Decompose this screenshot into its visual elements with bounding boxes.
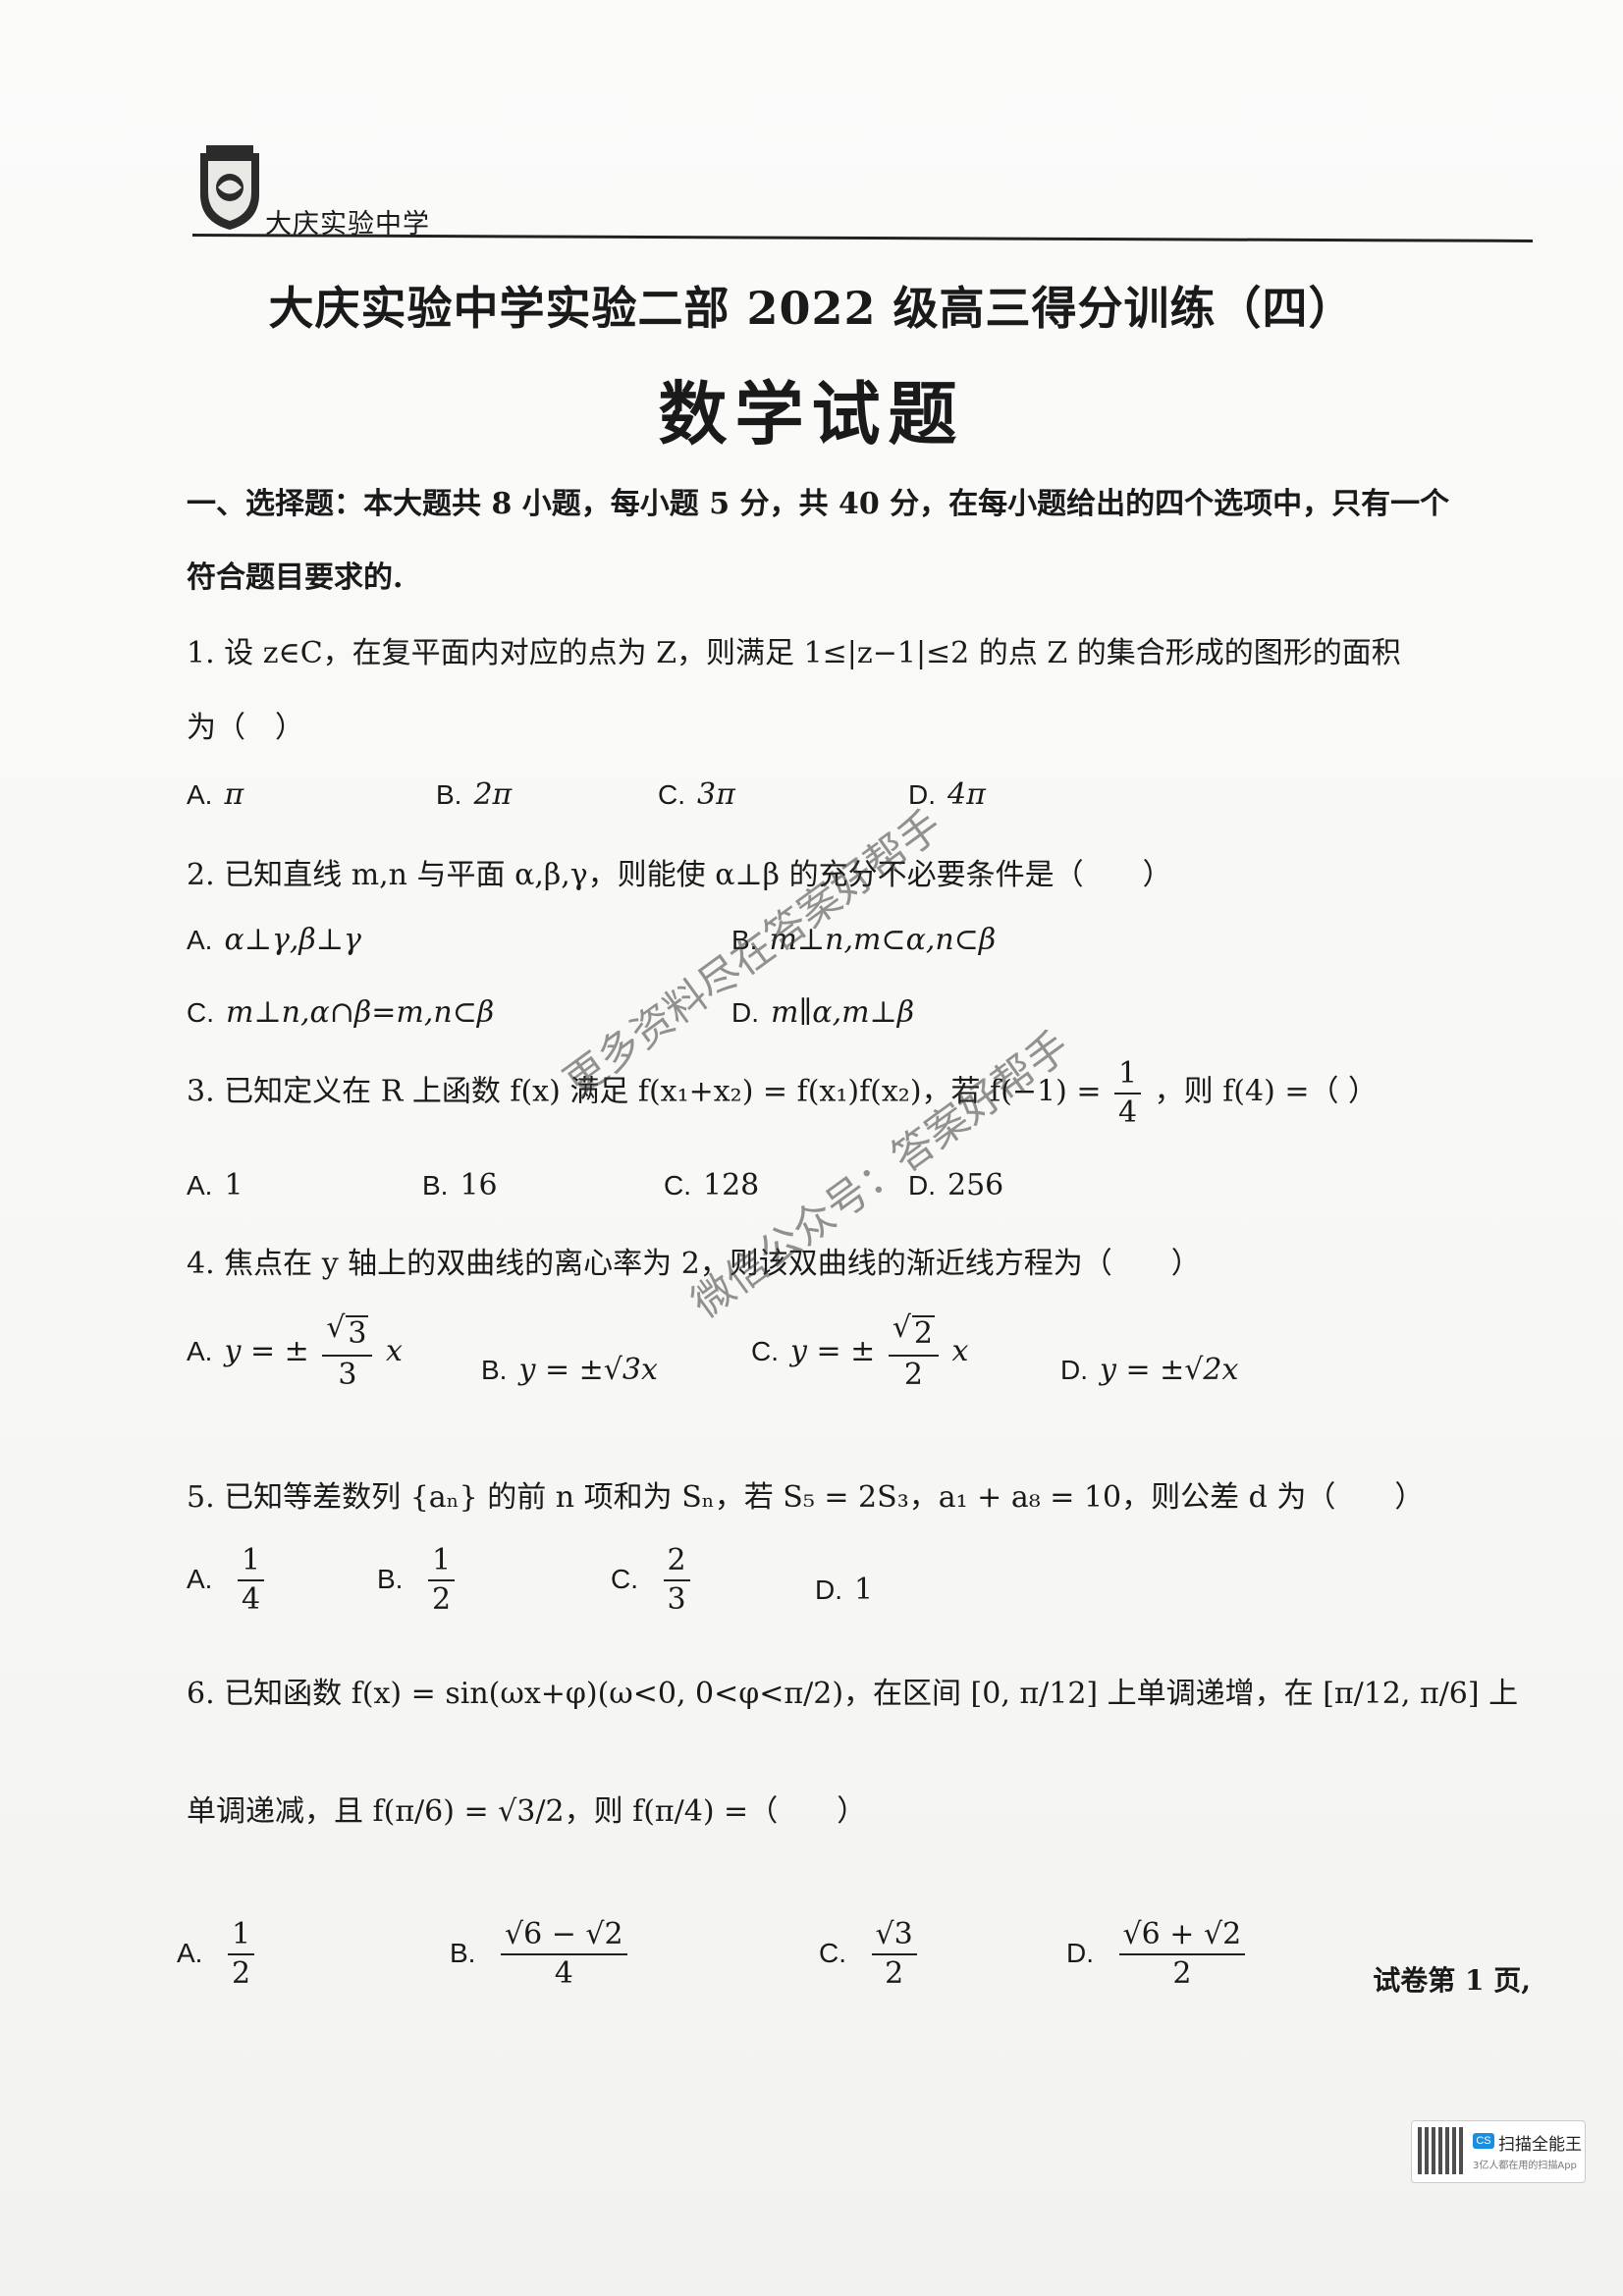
exam-subject-title: 数学试题 xyxy=(658,373,965,454)
cs-logo-icon: CS xyxy=(1473,2133,1494,2149)
question-4-option-a: A.y = ± 33 x xyxy=(187,1312,403,1390)
page-footer: 试卷第 1 页, xyxy=(1373,1964,1531,1997)
school-name: 大庆实验中学 xyxy=(265,209,430,240)
question-3-stem: 3. 已知定义在 R 上函数 f(x) 满足 f(x₁+x₂) = f(x₁)f… xyxy=(187,1056,1378,1130)
question-2-option-b: B.m⊥n,m⊂α,n⊂β xyxy=(731,923,997,957)
question-1-stem: 1. 设 z∈C，在复平面内对应的点为 Z，则满足 1≤|z−1|≤2 的点 Z… xyxy=(187,636,1401,670)
question-4-option-c: C.y = ± 22 x xyxy=(751,1312,968,1390)
scanner-app-tagline: 3亿人都在用的扫描App xyxy=(1473,2161,1577,2171)
question-3-option-a: A.1 xyxy=(187,1168,243,1202)
question-2-option-d: D.m∥α,m⊥β xyxy=(731,995,915,1030)
question-2-option-a: A.α⊥γ,β⊥γ xyxy=(187,923,361,957)
question-5-option-d: D.1 xyxy=(815,1573,874,1607)
qr-code-icon xyxy=(1418,2127,1465,2174)
question-1-option-b: B.2π xyxy=(436,777,513,812)
school-crest-logo xyxy=(200,145,259,230)
scanner-app-name: 扫描全能王 xyxy=(1498,2135,1582,2155)
question-1-stem-cont: 为（ ） xyxy=(187,711,304,745)
question-2-stem: 2. 已知直线 m,n 与平面 α,β,γ，则能使 α⊥β 的充分不必要条件是（… xyxy=(187,858,1172,892)
section-heading-line1: 一、选择题：本大题共 8 小题，每小题 5 分，共 40 分，在每小题给出的四个… xyxy=(187,487,1450,521)
question-6-stem-cont: 单调递减，且 f(π/6) = √3/2，则 f(π/4) =（ ） xyxy=(187,1794,867,1829)
question-6-stem: 6. 已知函数 f(x) = sin(ωx+φ)(ω<0, 0<φ<π/2)，在… xyxy=(187,1677,1519,1711)
scanner-app-badge: CS 扫描全能王 3亿人都在用的扫描App xyxy=(1411,2120,1586,2183)
question-3-option-d: D.256 xyxy=(908,1168,1004,1202)
question-3-option-c: C.128 xyxy=(664,1168,760,1202)
question-2-option-c: C.m⊥n,α∩β=m,n⊂β xyxy=(187,995,495,1030)
question-4-option-b: B.y = ±√3x xyxy=(481,1353,658,1387)
question-3-option-b: B.16 xyxy=(422,1168,498,1202)
question-5-stem: 5. 已知等差数列 {aₙ} 的前 n 项和为 Sₙ，若 S₅ = 2S₃，a₁… xyxy=(187,1480,1425,1515)
exam-title: 大庆实验中学实验二部 2022 级高三得分训练（四） xyxy=(268,282,1355,335)
question-4-option-d: D.y = ±√2x xyxy=(1060,1353,1239,1387)
question-4-stem: 4. 焦点在 y 轴上的双曲线的离心率为 2，则该双曲线的渐近线方程为（ ） xyxy=(187,1247,1201,1281)
question-1-option-a: A.π xyxy=(187,777,244,812)
question-1-option-d: D.4π xyxy=(908,777,986,812)
question-1-option-c: C.3π xyxy=(658,777,735,812)
section-heading-line2: 符合题目要求的. xyxy=(187,561,404,595)
